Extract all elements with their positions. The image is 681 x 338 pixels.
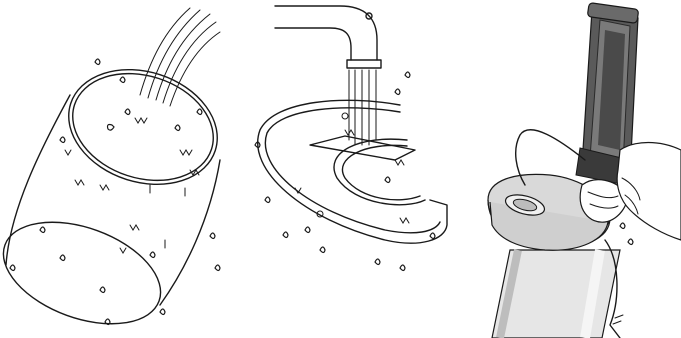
water-drops xyxy=(9,58,221,326)
water-drops xyxy=(254,71,436,272)
bin-body xyxy=(2,68,221,325)
bubble xyxy=(316,210,324,218)
panel-wipe-base xyxy=(470,0,681,338)
base-top xyxy=(487,173,611,251)
lid-illustration xyxy=(254,5,448,272)
lid-ring xyxy=(257,99,448,244)
bin-illustration xyxy=(2,7,221,326)
cloth-icon xyxy=(579,179,628,223)
handle-unit xyxy=(575,2,639,186)
base-column xyxy=(491,249,621,338)
faucet-icon xyxy=(274,5,382,69)
water-stream-icon xyxy=(139,7,221,107)
power-cord xyxy=(514,129,624,338)
water-drops xyxy=(619,222,634,246)
bubble xyxy=(341,112,349,120)
hand xyxy=(616,141,681,241)
panel-rinse-bin xyxy=(0,0,240,338)
panel-rinse-lid xyxy=(235,0,465,338)
splash-marks xyxy=(294,129,410,224)
splash-marks xyxy=(64,117,200,254)
base-illustration xyxy=(487,2,681,338)
